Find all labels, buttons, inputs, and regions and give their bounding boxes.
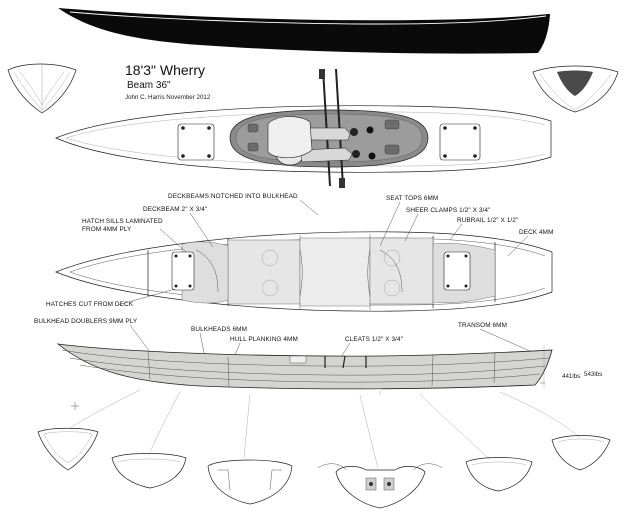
side-profile-silhouette — [58, 8, 550, 54]
station-lines — [69, 389, 581, 469]
label-cleats: CLEATS 1/2" X 3/4" — [345, 336, 403, 343]
label-bulkheads: BULKHEADS 6MM — [191, 326, 247, 333]
section-2 — [111, 453, 187, 489]
label-hatch-sills-2: FROM 4MM PLY — [82, 226, 132, 233]
reference-crosshair — [71, 402, 79, 410]
designer-credit: John C. Harris November 2012 — [125, 94, 211, 101]
weight-loaded: 543lbs — [584, 371, 602, 378]
weight-labels: 441lbs 543lbs — [562, 371, 602, 380]
label-rubrail: RUBRAIL 1/2" X 1/2" — [457, 217, 518, 224]
rower-figure — [267, 116, 376, 166]
section-views — [37, 427, 611, 509]
section-5 — [465, 457, 533, 492]
beam-spec: Beam 36" — [127, 80, 171, 91]
weight-light: 441lbs — [562, 373, 580, 380]
deck-plan-view — [55, 68, 552, 188]
section-3 — [207, 459, 293, 505]
title-block: 18'3" Wherry Beam 36" John C. Harris Nov… — [125, 62, 211, 101]
bow-end-view — [7, 63, 77, 114]
section-1 — [37, 427, 99, 471]
label-hatch-sills-1: HATCH SILLS LAMINATED — [82, 218, 163, 225]
label-seat-tops: SEAT TOPS 6MM — [386, 195, 438, 202]
label-hull-planking: HULL PLANKING 4MM — [230, 336, 298, 343]
section-4 — [335, 466, 426, 509]
label-hatches-cut: HATCHES CUT FROM DECK — [46, 301, 134, 308]
side-elevation — [56, 343, 553, 395]
structure-plan-view — [55, 231, 553, 312]
stern-end-view — [532, 65, 619, 113]
label-deckbeams-notched: DECKBEAMS NOTCHED INTO BULKHEAD — [168, 193, 298, 200]
label-deckbeam: DECKBEAM 2" X 3/4" — [143, 206, 207, 213]
label-deck: DECK 4MM — [519, 229, 554, 236]
callout-labels: DECKBEAMS NOTCHED INTO BULKHEAD DECKBEAM… — [34, 193, 554, 363]
label-transom: TRANSOM 6MM — [458, 322, 507, 329]
boat-name: 18'3" Wherry — [125, 62, 205, 78]
label-bulkhead-doublers: BULKHEAD DOUBLERS 9MM PLY — [34, 318, 138, 325]
stern-hatch — [439, 123, 481, 161]
bow-hatch — [177, 123, 215, 161]
section-6 — [551, 435, 611, 471]
label-sheer-clamps: SHEER CLAMPS 1/2" X 3/4" — [406, 207, 490, 214]
